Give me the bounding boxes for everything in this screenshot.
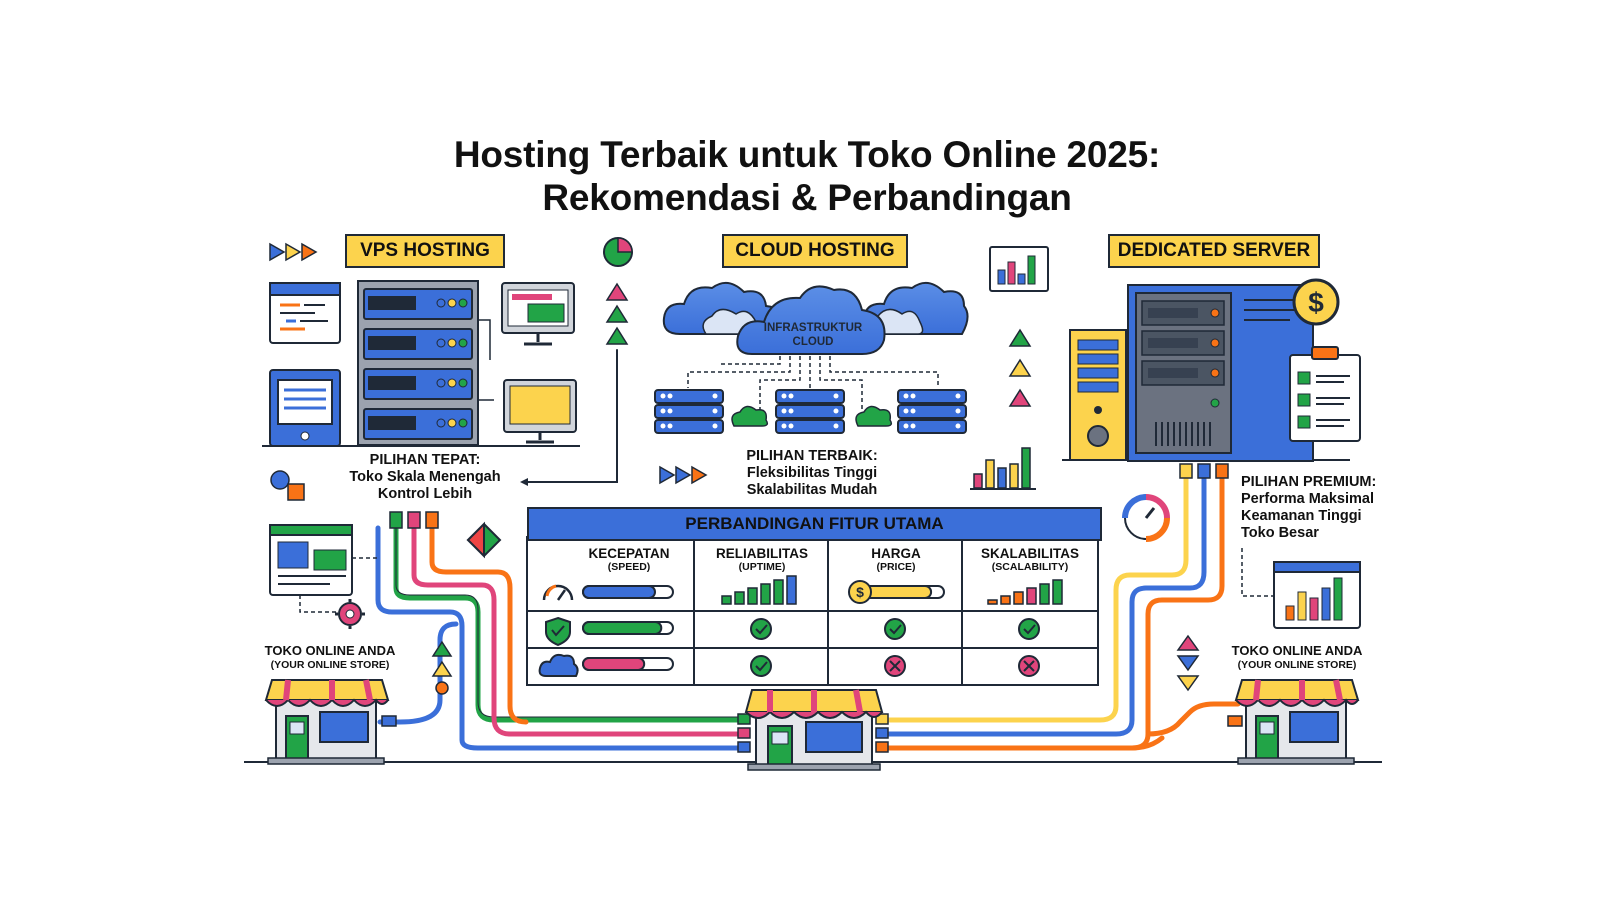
- cable-connector-icon: [381, 463, 1243, 753]
- gear-icon: [335, 599, 365, 629]
- dedicated-caption: PILIHAN PREMIUM: Performa Maksimal Keama…: [1241, 474, 1411, 542]
- column-subheader: (UPTIME): [738, 561, 786, 573]
- green-cloud-icon: [731, 405, 893, 427]
- shapes-icon: [270, 470, 305, 501]
- store-center-icon: [744, 689, 884, 771]
- pie-chart-icon: [603, 237, 633, 267]
- bar-chart-icon: [970, 447, 1036, 490]
- dollar-coin-icon: $: [1292, 278, 1340, 326]
- vps-caption-line: PILIHAN TEPAT:: [369, 452, 481, 468]
- check-icon: [884, 618, 906, 640]
- speedometer-icon: [542, 584, 574, 601]
- dedicated-server: [1069, 284, 1314, 462]
- comparison-table-title: PERBANDINGAN FITUR UTAMA: [527, 507, 1102, 541]
- column-subheader: (SCALABILITY): [991, 561, 1069, 573]
- gauge-icon: [1122, 494, 1170, 542]
- code-window-icon: [269, 282, 341, 344]
- column-header: HARGA: [871, 546, 921, 561]
- cloud-caption-line: Fleksibilitas Tinggi: [746, 465, 878, 481]
- page-title-line1: Hosting Terbaik untuk Toko Online 2025:: [453, 134, 1161, 175]
- cloud-icon: [538, 653, 579, 677]
- vps-caption: PILIHAN TEPAT: Toko Skala Menengah Kontr…: [325, 452, 525, 503]
- store-left-subtitle: (YOUR ONLINE STORE): [270, 659, 390, 671]
- progress-bar: [582, 585, 674, 599]
- svg-text:$: $: [856, 584, 864, 600]
- cloud-infra-line1: INFRASTRUKTUR: [763, 322, 863, 334]
- triangle-stack-icon: [1176, 634, 1200, 692]
- cloud-infrastructure: [662, 281, 969, 355]
- diamond-icon: [466, 521, 502, 559]
- vps-caption-line: Toko Skala Menengah: [349, 469, 501, 485]
- check-icon: [750, 655, 772, 677]
- store-right-title: TOKO ONLINE ANDA: [1231, 643, 1363, 658]
- dedicated-caption-line: Keamanan Tinggi: [1241, 508, 1362, 524]
- cloud-infra-line2: CLOUD: [792, 336, 834, 348]
- progress-bar: [582, 657, 674, 671]
- svg-text:$: $: [1308, 287, 1324, 318]
- page-title-line2: Rekomendasi & Perbandingan: [542, 177, 1072, 218]
- column-header: RELIABILITAS: [716, 546, 808, 561]
- uptime-bars-icon: [721, 575, 797, 605]
- cloud-hosting-label: CLOUD HOSTING: [722, 234, 908, 268]
- cloud-caption: PILIHAN TERBAIK: Fleksibilitas Tinggi Sk…: [712, 448, 912, 499]
- check-icon: [1018, 618, 1040, 640]
- pc-tower-icon: [269, 369, 341, 447]
- bar-chart-window-icon: [989, 246, 1049, 292]
- shield-icon: [545, 616, 571, 647]
- cloud-connectors: [687, 356, 939, 410]
- store-left-icon: [264, 679, 390, 765]
- cloud-caption-line: PILIHAN TERBAIK:: [746, 448, 878, 464]
- triangle-stack-icon: [605, 282, 629, 345]
- play-arrows-icon: [659, 465, 708, 485]
- column-header: SKALABILITAS: [981, 546, 1079, 561]
- cloud-caption-line: Skalabilitas Mudah: [746, 482, 878, 498]
- scalability-bars-icon: [987, 579, 1063, 605]
- dashboard-window-icon: [269, 524, 380, 613]
- triangle-stack-icon: [1008, 328, 1032, 407]
- store-right-icon: [1234, 679, 1360, 765]
- monitor-icon: [478, 282, 575, 360]
- progress-bar: [582, 621, 674, 635]
- vps-hosting-label: VPS HOSTING: [345, 234, 505, 268]
- cross-icon: [884, 655, 906, 677]
- vps-caption-line: Kontrol Lebih: [377, 486, 473, 502]
- dedicated-caption-line: Performa Maksimal: [1241, 491, 1374, 507]
- clipboard-checklist-icon: [1289, 346, 1361, 442]
- column-subheader: (SPEED): [607, 561, 651, 573]
- bar-chart-window-icon: [1241, 548, 1361, 629]
- shape-stack-icon: [431, 640, 453, 695]
- column-subheader: (PRICE): [876, 561, 916, 573]
- dedicated-server-label: DEDICATED SERVER: [1108, 234, 1320, 268]
- dedicated-caption-line: Toko Besar: [1241, 525, 1319, 541]
- cloud-server-stack: [654, 389, 967, 434]
- vps-server-rack: [357, 280, 479, 446]
- dedicated-caption-line: PILIHAN PREMIUM:: [1241, 474, 1377, 490]
- store-left-title: TOKO ONLINE ANDA: [264, 643, 396, 658]
- network-cables: [375, 349, 1241, 751]
- store-right-subtitle: (YOUR ONLINE STORE): [1237, 659, 1357, 671]
- column-header: KECEPATAN: [588, 546, 670, 561]
- monitor-icon: [478, 379, 577, 444]
- price-bar: $: [848, 580, 945, 604]
- cross-icon: [1018, 655, 1040, 677]
- play-arrows-icon: [269, 242, 318, 262]
- check-icon: [750, 618, 772, 640]
